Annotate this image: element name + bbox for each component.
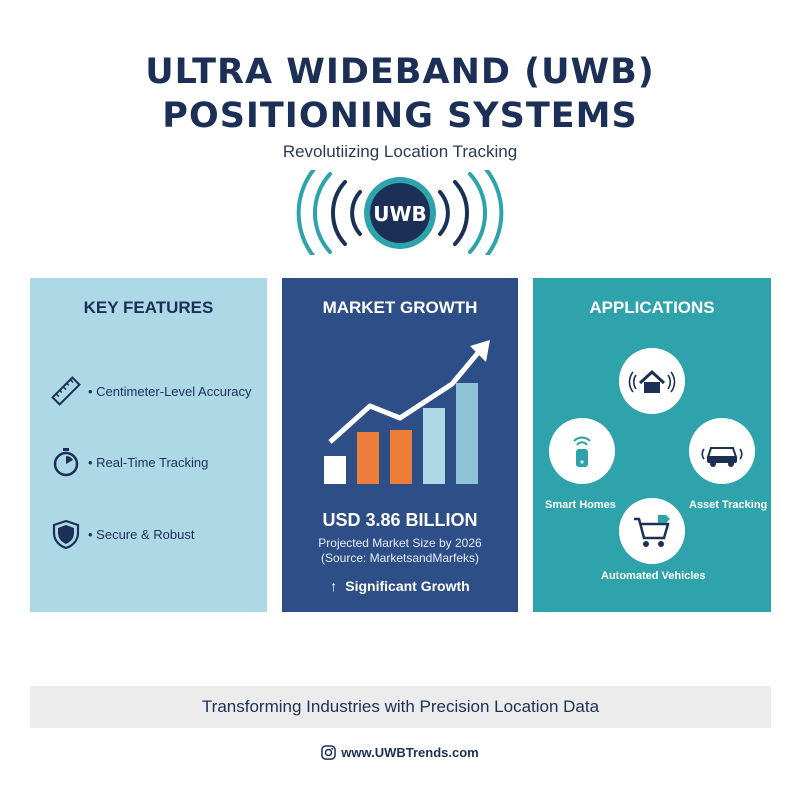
footer: www.UWBTrends.com — [0, 745, 800, 760]
car-icon — [701, 447, 743, 467]
app-label-asset-tracking: Asset Tracking — [689, 499, 768, 511]
growth-label: Significant Growth — [345, 578, 470, 594]
signal-wave-right-3 — [468, 172, 488, 254]
footer-url[interactable]: www.UWBTrends.com — [341, 745, 479, 760]
key-features-panel: KEY FEATURES • Centimeter-Level Accuracy… — [30, 278, 267, 612]
uwb-logo: UWB — [296, 170, 504, 255]
key-features-title: KEY FEATURES — [83, 298, 214, 317]
market-source: (Source: MarketsandMarfeks) — [320, 551, 480, 565]
wireless-tag-icon — [573, 436, 591, 467]
ruler-icon — [51, 376, 81, 406]
feature-item-realtime: • Real-Time Tracking — [50, 444, 208, 480]
shield-icon — [52, 519, 80, 550]
logo-inner-circle — [370, 183, 430, 243]
app-label-smart-homes: Smart Homes — [545, 499, 616, 511]
feature-item-secure: • Secure & Robust — [50, 516, 194, 552]
market-growth-panel: MARKET GROWTH USD 3.86 BILLION Projected… — [282, 278, 518, 612]
signal-wave-right-4 — [484, 170, 504, 255]
trend-line — [328, 346, 484, 444]
app-label-automated-vehicles: Automated Vehicles — [601, 570, 706, 582]
signal-wave-left-4 — [296, 170, 316, 255]
feature-item-accuracy: • Centimeter-Level Accuracy — [50, 373, 252, 409]
chart-bar-5 — [456, 383, 478, 484]
tagline-banner: Transforming Industries with Precision L… — [30, 686, 771, 728]
applications-title: APPLICATIONS — [589, 298, 715, 317]
chart-bar-1 — [324, 456, 346, 484]
feature-label: • Real-Time Tracking — [88, 454, 209, 470]
signal-wave-left-2 — [331, 180, 347, 246]
feature-label: • Secure & Robust — [88, 526, 195, 542]
instagram-icon — [321, 745, 337, 760]
signal-wave-left-1 — [350, 190, 362, 236]
signal-wave-right-2 — [453, 180, 469, 246]
stopwatch-icon — [53, 448, 79, 477]
logo-text: UWB — [373, 202, 427, 226]
smart-home-icon — [628, 369, 676, 393]
chart-bar-2 — [357, 432, 379, 484]
vehicle-circle — [689, 418, 755, 484]
chart-bar-4 — [423, 408, 445, 484]
wireless-tag-circle — [549, 418, 615, 484]
shopping-cart-icon — [634, 515, 670, 547]
subtitle: Revolutiizing Location Tracking — [282, 142, 518, 161]
chart-bar-3 — [390, 430, 412, 484]
feature-label: • Centimeter-Level Accuracy — [88, 383, 252, 399]
market-growth-title: MARKET GROWTH — [322, 298, 478, 317]
applications-panel: APPLICATIONS Smart Homes Asset Tracking — [533, 278, 771, 612]
smart-home-circle — [619, 348, 685, 414]
trend-arrowhead — [470, 340, 490, 362]
shopping-cart-circle — [619, 498, 685, 564]
title-line-1: ULTRA WIDEBAND (UWB) — [145, 52, 655, 92]
market-value: USD 3.86 BILLION — [322, 510, 478, 530]
title-line-2: POSITIONING SYSTEMS — [162, 96, 638, 136]
signal-wave-right-1 — [438, 190, 450, 236]
market-growth-chart — [324, 340, 490, 484]
market-caption: Projected Market Size by 2026 — [318, 536, 482, 550]
growth-indicator: ↑ Significant Growth — [282, 578, 518, 594]
up-arrow-icon: ↑ — [330, 578, 338, 594]
signal-wave-left-3 — [312, 172, 332, 254]
